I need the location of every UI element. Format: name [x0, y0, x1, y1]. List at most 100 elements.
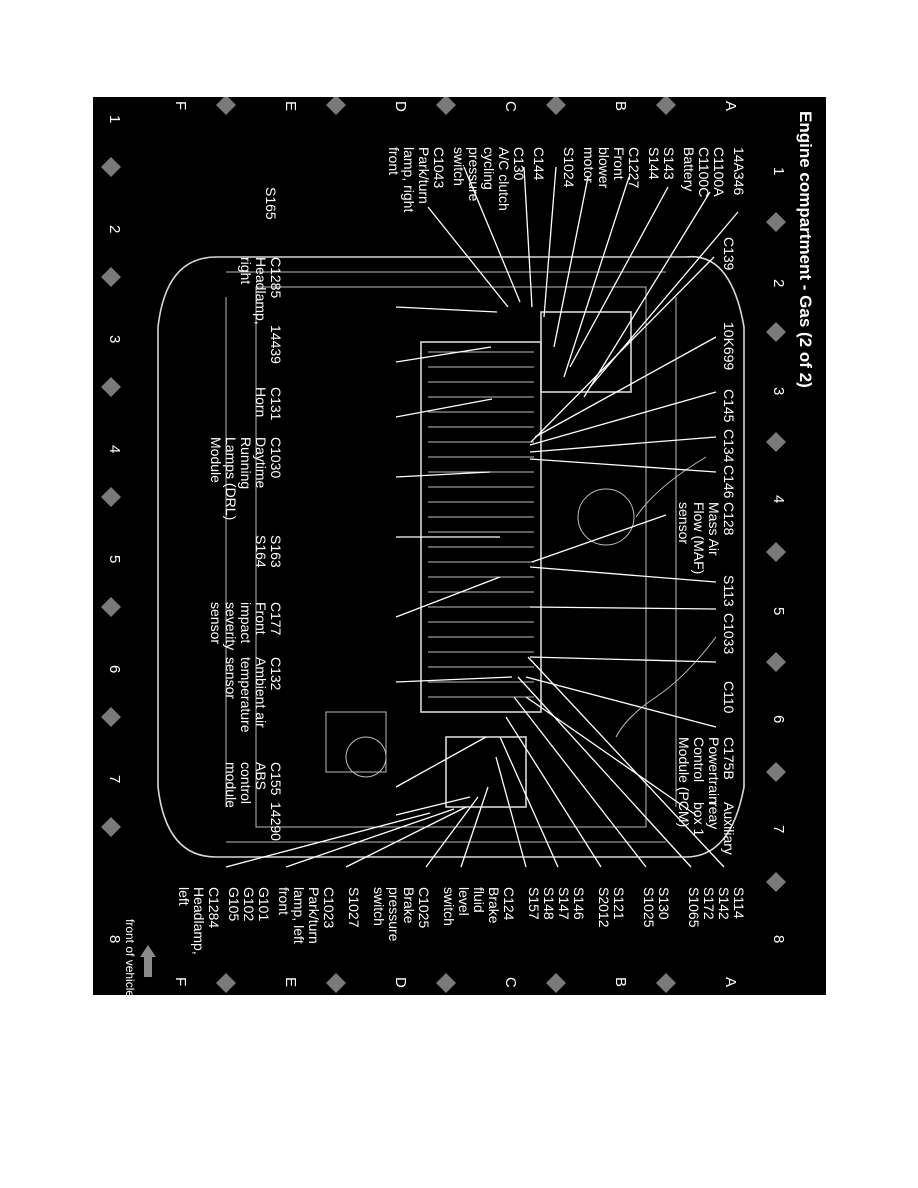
label-c134: C134: [721, 429, 737, 463]
grid-col-7-bottom: 7: [106, 775, 123, 783]
label-front-blower: Front: [611, 147, 627, 180]
label-c1100a: C1100A: [711, 147, 727, 197]
label-c128: C128: [721, 502, 737, 536]
front-of-vehicle-label: front of vehicle: [123, 919, 137, 995]
label-g101: G101: [256, 887, 272, 921]
rotated-diagram-group: Engine compartment - Gas (2 of 2) 1 2 3 …: [101, 97, 815, 995]
grid-row-e-right: E: [282, 977, 299, 987]
label-brake-pressure: Brake: [401, 887, 417, 924]
engine-compartment-diagram: Engine compartment - Gas (2 of 2) 1 2 3 …: [101, 97, 815, 995]
row-markers-right: A B C D E F: [172, 977, 739, 988]
label-park-turn-left: Park/turn: [306, 887, 322, 944]
label-c124: C124: [501, 887, 517, 921]
grid-col-6: 6: [770, 715, 787, 723]
label-c1227: C1227: [626, 147, 642, 188]
label-front: front: [386, 147, 402, 175]
label-module-drl: Module: [208, 437, 224, 483]
label-front-impact: Front: [253, 602, 269, 635]
label-c177: C177: [268, 602, 284, 636]
label-lamps-drl: Lamps (DRL): [223, 437, 239, 520]
label-c1023: C1023: [321, 887, 337, 928]
label-c132: C132: [268, 657, 284, 691]
grid-col-6-bottom: 6: [106, 665, 123, 673]
label-s144: S144: [646, 147, 662, 180]
label-right: right: [238, 257, 254, 284]
label-s164: S164: [253, 535, 269, 568]
labels-bottom: C1285 Headlamp, right 14439 C131 Horn C1…: [208, 257, 284, 841]
label-c145: C145: [721, 389, 737, 423]
label-auxiliary: Auxiliary: [721, 802, 737, 855]
label-switch-brake: switch: [371, 887, 387, 926]
labels-left: 14A346 C1100A C1100C Battery S143 S144 C…: [263, 147, 747, 220]
label-s121: S121: [611, 887, 627, 920]
label-c1284: C1284: [206, 887, 222, 928]
grid-col-8-bottom: 8: [106, 935, 123, 943]
column-markers-bottom: 1 2 3 4 5 6 7 8: [106, 115, 123, 943]
grid-col-5-bottom: 5: [106, 555, 123, 563]
label-s163: S163: [268, 535, 284, 568]
label-14a346: 14A346: [731, 147, 747, 195]
label-c1043: C1043: [431, 147, 447, 188]
grid-col-4-bottom: 4: [106, 445, 123, 453]
label-severity: severity: [223, 602, 239, 650]
label-c1030: C1030: [268, 437, 284, 478]
label-14290: 14290: [268, 802, 284, 841]
grid-row-f: F: [172, 101, 189, 110]
label-box-1: box 1: [691, 802, 707, 836]
grid-row-b-right: B: [612, 977, 629, 987]
label-sensor-ambient: sensor: [223, 657, 239, 699]
label-s1024: S1024: [561, 147, 577, 188]
grid-row-b: B: [612, 101, 629, 111]
label-10k699: 10K699: [721, 322, 737, 370]
front-of-vehicle-indicator: front of vehicle: [123, 919, 156, 995]
label-control: Control: [691, 737, 707, 782]
label-mass-air: Mass Air: [706, 502, 722, 556]
label-s157: S157: [526, 887, 542, 920]
grid-col-3-bottom: 3: [106, 335, 123, 343]
grid-row-c-right: C: [502, 977, 519, 988]
labels-top: C139 10K699 C145 C134 C146 C128 Mass Air…: [676, 237, 737, 855]
label-sensor-maf: sensor: [676, 502, 692, 544]
label-headlamp-right: Headlamp,: [253, 257, 269, 325]
label-abs: ABS: [253, 762, 269, 790]
label-relay: reay: [706, 802, 722, 829]
label-c144: C144: [531, 147, 547, 181]
label-c1033: C1033: [721, 613, 737, 654]
row-markers-left: A B C D E F: [172, 101, 739, 112]
vehicle-outline: [157, 255, 745, 858]
label-brake-fluid: Brake: [486, 887, 502, 924]
grid-col-3: 3: [770, 387, 787, 395]
label-running: Running: [238, 437, 254, 489]
label-switch-fluid: switch: [441, 887, 457, 926]
label-s114: S114: [731, 887, 747, 919]
label-c175b: C175B: [721, 737, 737, 780]
label-left: left: [176, 887, 192, 906]
label-cycling: cycling: [481, 147, 497, 190]
label-motor: motor: [581, 147, 597, 183]
labels-right: S114 S142 S172 S1065 S130 S1025 S121 S20…: [176, 887, 747, 955]
grid-row-a: A: [722, 101, 739, 111]
diagram-title: Engine compartment - Gas (2 of 2): [796, 111, 815, 388]
grid-row-a-right: A: [722, 977, 739, 987]
label-module-pcm: Module (PCM): [676, 737, 692, 827]
grid-col-8: 8: [770, 935, 787, 943]
label-s148: S148: [541, 887, 557, 920]
grid-row-e: E: [282, 101, 299, 111]
label-powertrain: Powertrain: [706, 737, 722, 804]
grid-row-c: C: [502, 101, 519, 112]
label-s143: S143: [661, 147, 677, 180]
grid-col-2-bottom: 2: [106, 225, 123, 233]
label-fluid: fluid: [471, 887, 487, 913]
grid-diamonds: [101, 97, 786, 993]
label-s142: S142: [716, 887, 732, 920]
label-c131: C131: [268, 387, 284, 421]
label-s130: S130: [656, 887, 672, 920]
label-ac-clutch: A/C clutch: [496, 147, 512, 211]
label-c130: C130: [511, 147, 527, 181]
label-front-left: front: [276, 887, 292, 915]
label-flow-maf: Flow (MAF): [691, 502, 707, 574]
grid-col-4: 4: [770, 495, 787, 503]
grid-col-2: 2: [770, 279, 787, 287]
label-level: level: [456, 887, 472, 916]
label-lamp-left: lamp, left: [291, 887, 307, 944]
